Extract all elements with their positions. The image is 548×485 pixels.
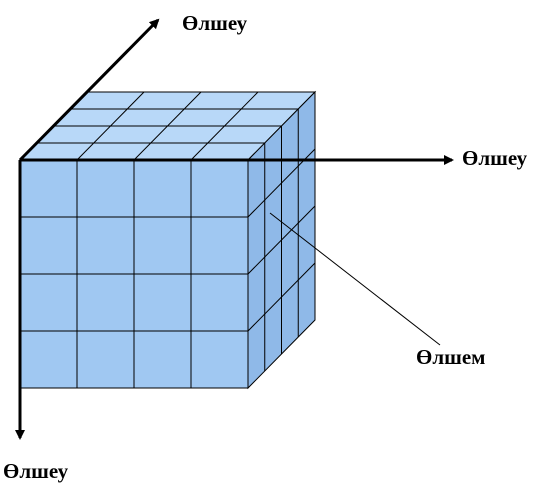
dimension-leader-line bbox=[269, 212, 441, 346]
cube-grid-line bbox=[247, 205, 316, 275]
axis-right-label: Өлшеу bbox=[462, 146, 528, 170]
axis-top-arrow bbox=[18, 18, 160, 162]
cube-grid-lines bbox=[20, 91, 316, 388]
cube-grid-line bbox=[190, 91, 259, 161]
axis-bottom-label: Өлшеу bbox=[3, 459, 69, 483]
dimension-label: Өлшем bbox=[416, 345, 485, 369]
axis-top-label: Өлшеу bbox=[182, 11, 248, 35]
data-cube bbox=[18, 90, 317, 390]
cube-grid-line bbox=[247, 262, 316, 332]
